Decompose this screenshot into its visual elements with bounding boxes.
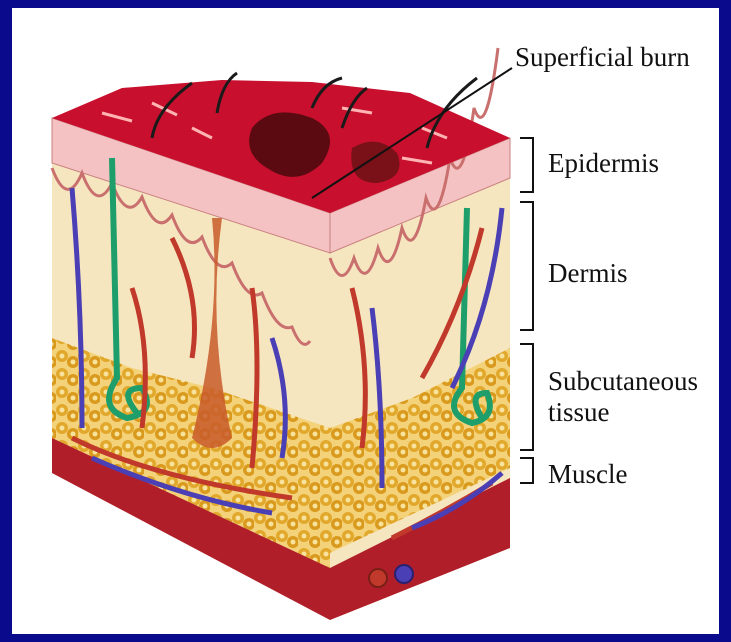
artery-cut-end <box>369 569 387 587</box>
diagram-frame: Superficial burn Epidermis Dermis Subcut… <box>12 8 719 634</box>
subcutaneous-bracket <box>520 344 533 450</box>
epidermis-bracket <box>520 138 533 192</box>
dermis-label: Dermis <box>548 258 627 289</box>
muscle-label: Muscle <box>548 459 627 490</box>
dermis-bracket <box>520 202 533 330</box>
muscle-bracket <box>520 458 533 483</box>
superficial-burn-label: Superficial burn <box>515 42 690 73</box>
subcutaneous-tissue-label: Subcutaneous tissue <box>548 366 698 428</box>
vein-cut-end <box>395 565 413 583</box>
skin-cross-section-diagram <box>12 8 719 634</box>
epidermis-label: Epidermis <box>548 148 659 179</box>
